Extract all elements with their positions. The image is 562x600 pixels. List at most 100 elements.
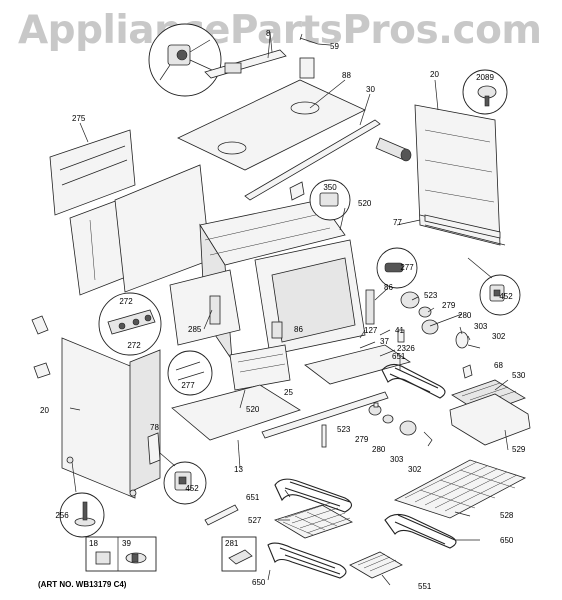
label-523-bottom: 523 [337,425,351,434]
label-551: 551 [418,582,432,591]
label-280-bottom: 280 [372,445,386,454]
clip-350 [289,181,305,201]
label-127: 127 [364,326,378,335]
part-41 [397,329,405,343]
label-528: 528 [500,511,514,520]
upper-left-panel [49,129,136,216]
top-panel-clip [299,57,315,79]
inset-18-39 [85,536,157,572]
clip-left [33,362,51,379]
bottom-tray [171,384,301,441]
latch-86 [271,321,283,339]
label-452-left: 452 [185,484,199,493]
clip-68 [462,364,473,379]
label-279-bottom: 279 [355,435,369,444]
label-272-a: 272 [119,297,133,306]
label-78: 78 [150,423,159,432]
broil-element-650-bottom [267,542,347,579]
bake-element-651-bottom [274,478,353,513]
callout-277-right [376,247,418,289]
label-651-bottom: 651 [246,493,260,502]
right-knobs [400,291,481,349]
oven-liner-left [169,269,241,346]
part-number-labels: 8 59 88 20 2089 30 275 350 520 77 277 86… [40,29,526,591]
label-20-top: 20 [430,70,439,79]
label-302-bottom: 302 [408,465,422,474]
watermark-text: AppliancePartsPros.com [18,8,542,53]
tab-left [31,315,49,335]
label-88: 88 [342,71,351,80]
label-303-bottom: 303 [390,455,404,464]
inset-281 [221,536,257,572]
callout-350 [309,179,351,221]
label-520-top: 520 [358,199,372,208]
label-68: 68 [494,361,503,370]
label-530: 530 [512,371,526,380]
label-650-right: 650 [500,536,514,545]
lower-knobs [368,402,433,447]
label-527: 527 [248,516,262,525]
bake-element-651-top [381,363,446,399]
bracket-78 [147,432,161,465]
label-20-left: 20 [40,406,49,415]
label-59: 59 [330,42,339,51]
label-41: 41 [395,326,404,335]
label-275: 275 [72,114,86,123]
label-2089: 2089 [476,73,494,82]
label-277-right: 277 [400,263,414,272]
sensor-285 [209,295,221,325]
callout-452-right [479,274,521,316]
callout-256-leveling-leg [59,492,105,538]
terminal-block [224,62,242,74]
side-panel-edge [129,349,161,493]
top-panel [177,79,366,171]
label-280-top: 280 [458,311,472,320]
label-2326: 2326 [397,344,415,353]
label-650-bottom: 650 [252,578,266,587]
label-452-right: 452 [499,292,513,301]
broiler-pan-529 [449,393,531,446]
label-8: 8 [266,29,271,38]
top-wiring-callout [148,23,222,97]
label-256: 256 [55,511,69,520]
ignitor-assembly [375,137,412,162]
label-86-mid: 86 [294,325,303,334]
label-277-left: 277 [181,381,195,390]
label-272-b: 272 [127,341,141,350]
label-281: 281 [225,539,239,548]
rod-37 [321,424,327,448]
side-panel-left [61,337,136,499]
broiler-tray-551 [349,551,403,579]
callout-277-left [167,350,213,396]
switch-127 [365,289,375,325]
label-350: 350 [323,183,337,192]
back-strip [244,119,381,201]
broil-pan-25 [229,344,291,391]
label-520-bottom: 520 [246,405,260,414]
oven-window [271,257,356,343]
callout-452-left [163,461,207,505]
knob-callout-2089 [462,69,508,115]
bottom-rail [261,391,389,439]
leader-lines [69,35,509,586]
label-30: 30 [366,85,375,94]
label-303-top: 303 [474,322,488,331]
label-37: 37 [380,337,389,346]
label-651-top: 651 [392,352,406,361]
label-529: 529 [512,445,526,454]
label-25: 25 [284,388,293,397]
label-13: 13 [234,465,243,474]
label-18: 18 [89,539,98,548]
bar-77 [424,214,501,239]
callout-272 [98,292,162,356]
broil-element-650-right [384,513,457,549]
label-285: 285 [188,325,202,334]
label-302-top: 302 [492,332,506,341]
label-39: 39 [122,539,131,548]
label-86-right: 86 [384,283,393,292]
hinge-bar [204,504,239,526]
label-523-top: 523 [424,291,438,300]
label-77: 77 [393,218,402,227]
grid-527 [274,504,353,539]
